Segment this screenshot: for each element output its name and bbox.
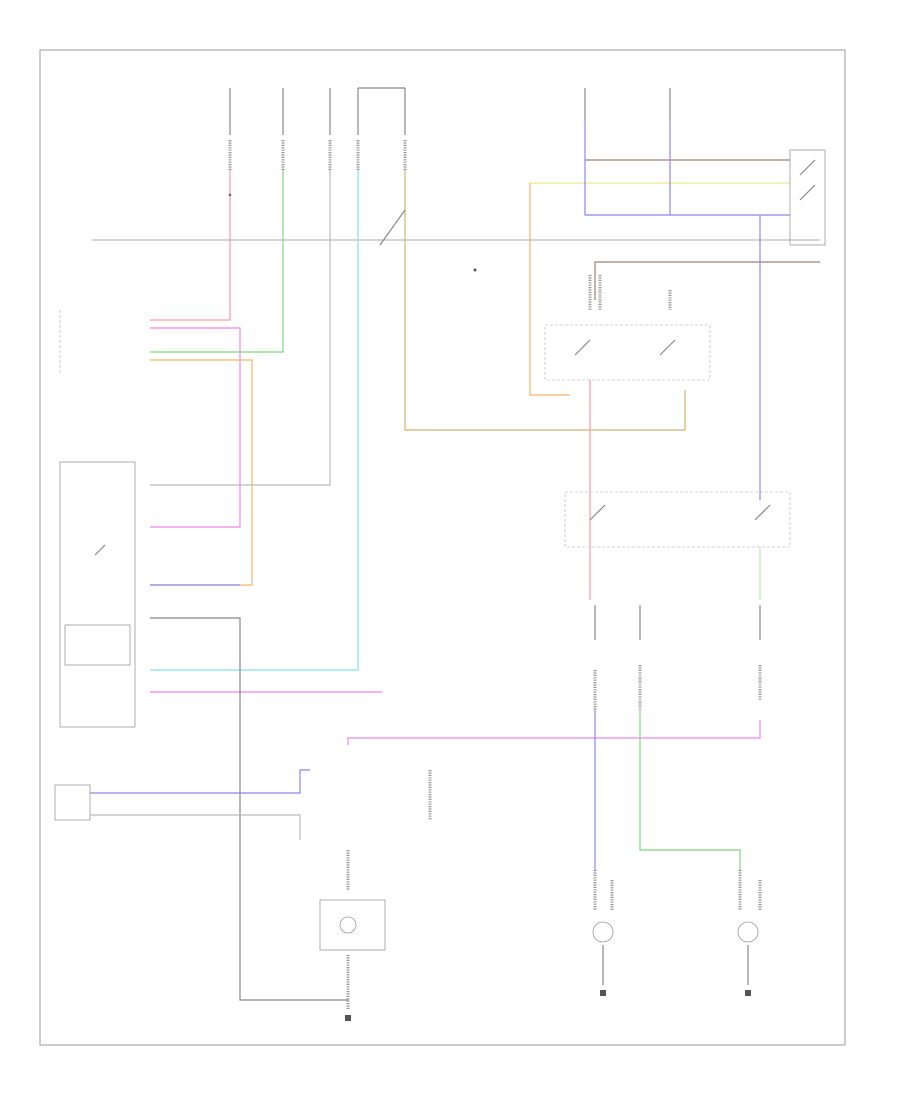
wire-green-left [150,170,284,353]
left-headlamp [592,870,614,996]
wire-tan [404,170,686,431]
wire-brown-mid [594,261,820,300]
wire-blue-sensor [90,769,310,794]
wire-grey-sensor [90,814,301,840]
wire-cyan [150,170,359,671]
fuse-column-right [584,88,671,120]
wire-magenta-ctrl [150,327,241,528]
wire-grey-330 [150,170,331,486]
right-headlamp [737,870,762,996]
multifunction-switch-box [564,491,791,548]
bulb-assembly [319,850,386,1021]
ambient-light-sensor [54,784,91,821]
fuse-column-left [228,87,407,170]
wire-red-left [150,170,231,321]
wire-blue-top [584,120,790,216]
headlamp-switch-panel [59,461,136,728]
headlamp-switch-box [789,149,826,246]
wire-orange-right [529,183,570,396]
wire-green-righthl [639,710,741,870]
wire-magenta-long [347,720,761,745]
dimmer-switch-box [544,324,711,381]
diagram-frame [39,49,846,1046]
wire-orange-ctrl [150,359,253,586]
wire-grey-lower [150,617,348,1001]
autolamp-sensor [64,624,131,666]
